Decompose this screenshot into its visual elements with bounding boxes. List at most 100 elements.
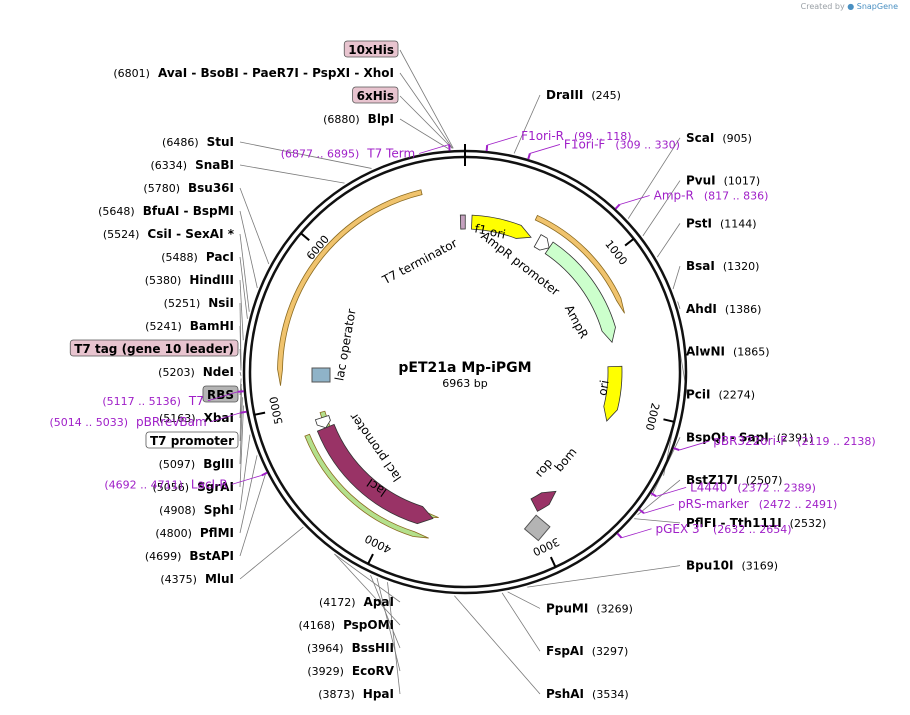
site-box	[352, 86, 399, 104]
site-pvui[interactable]: PvuI(1017)	[686, 174, 760, 188]
primer-laci-r[interactable]: LacI-R(4692 .. 4711)	[104, 471, 268, 492]
site-pflfi-tth111i[interactable]: PflFI - Tth111I(2532)	[686, 516, 826, 530]
primer-range: (5117 .. 5136)	[102, 395, 181, 408]
site-psti[interactable]: PstI(1144)	[686, 216, 757, 230]
site-name: BfuAI - BspMI	[143, 204, 234, 218]
primer-arrow-icon	[261, 471, 268, 477]
site-ndei[interactable]: NdeI(5203)	[158, 365, 234, 379]
site-scai[interactable]: ScaI(905)	[686, 131, 752, 145]
site-6xhis[interactable]: 6xHis	[352, 86, 399, 104]
site-bstz17i[interactable]: BstZ17I(2507)	[686, 473, 782, 487]
site-position: (3169)	[741, 560, 778, 573]
primer-name: LacI-R	[191, 477, 228, 491]
site-name: PspOMI	[343, 618, 394, 632]
primer-t7[interactable]: T7(5117 .. 5136)	[102, 390, 244, 408]
feature-laci[interactable]	[316, 423, 434, 525]
primer-f1ori-f[interactable]: F1ori-F(309 .. 330)	[527, 137, 680, 160]
primer-l4440[interactable]: L4440(2372 .. 2389)	[650, 480, 816, 498]
primer-pbr322ori-f[interactable]: pBR322ori-F(2119 .. 2138)	[673, 434, 876, 452]
feature-rop[interactable]	[530, 490, 557, 512]
site-10xhis[interactable]: 10xHis	[343, 40, 399, 58]
site-blpi[interactable]: BlpI(6880)	[323, 112, 394, 126]
site-leader	[507, 591, 541, 609]
site-bamhi[interactable]: BamHI(5241)	[145, 319, 234, 333]
site-position: (4172)	[319, 596, 356, 609]
primer-range: (2472 .. 2491)	[759, 498, 838, 511]
site-leader	[376, 577, 401, 672]
primer-t7-term[interactable]: T7 Term(6877 .. 6895)	[281, 144, 451, 161]
feature-ampr-promoter[interactable]	[533, 234, 550, 251]
site-rbs[interactable]: RBS	[202, 385, 239, 403]
primer-f1ori-r[interactable]: F1ori-R (99 .. 118)	[485, 129, 632, 152]
site-bfuai-bspmi[interactable]: BfuAI - BspMI(5648)	[98, 204, 234, 218]
site-ecorv[interactable]: EcoRV(3929)	[307, 664, 394, 678]
site-name: PflMI	[200, 526, 234, 540]
site-paci[interactable]: PacI(5488)	[161, 250, 234, 264]
site-pcii[interactable]: PciI(2274)	[686, 388, 755, 402]
site-snabi[interactable]: SnaBI(6334)	[151, 158, 234, 172]
site-csii-sexai[interactable]: CsiI - SexAI *(5524)	[103, 227, 235, 241]
site-pshai[interactable]: PshAI(3534)	[546, 687, 629, 701]
site-bpu10i[interactable]: Bpu10I(3169)	[686, 559, 778, 573]
primer-amp-r[interactable]: Amp-R(817 .. 836)	[614, 188, 769, 210]
site-apai[interactable]: ApaI (4172)	[319, 595, 394, 609]
site-ppumi[interactable]: PpuMI(3269)	[546, 601, 633, 615]
primer-name: F1ori-R	[521, 129, 564, 143]
primer-leader	[643, 503, 675, 514]
site-avai-bsobi-paer7i-pspxi-xhoi[interactable]: AvaI - BsoBI - PaeR7I - PspXI - XhoI(680…	[113, 66, 394, 80]
site-bsshii[interactable]: BssHII(3964)	[307, 641, 394, 655]
primer-pbrrevbam[interactable]: pBRrevBam(5014 .. 5033)	[49, 410, 247, 429]
site-leader	[239, 279, 244, 341]
site-sphi[interactable]: SphI(4908)	[159, 503, 234, 517]
site-pflmi[interactable]: PflMI(4800)	[155, 526, 234, 540]
primer-range: (99 .. 118)	[574, 130, 632, 143]
site-nsii[interactable]: NsiI(5251)	[164, 296, 234, 310]
primer-pgex-3[interactable]: pGEX 3'(2632 .. 2654)	[616, 522, 792, 539]
site-leader	[239, 187, 270, 265]
feature-t7-terminator[interactable]	[459, 214, 466, 230]
site-bspqi-sapi[interactable]: BspQI - SapI(2391)	[686, 430, 813, 444]
tick-label: 2000	[643, 401, 662, 431]
site-bsai[interactable]: BsaI (1320)	[686, 259, 759, 273]
feature-label-rop: rop	[532, 456, 555, 480]
site-bglii[interactable]: BglII(5097)	[159, 457, 234, 471]
feature-lac-operator[interactable]	[311, 367, 331, 383]
site-draiii[interactable]: DraIII(245)	[546, 88, 621, 102]
site-bsu36i[interactable]: Bsu36I(5780)	[143, 181, 234, 195]
feature-laci-promoter[interactable]	[314, 414, 331, 429]
primer-name: pBR322ori-F	[713, 434, 787, 448]
site-hindiii[interactable]: HindIII(5380)	[145, 273, 234, 287]
primer-leader	[655, 486, 687, 497]
site-bstapi[interactable]: BstAPI(4699)	[145, 549, 234, 563]
site-position: (4699)	[145, 550, 182, 563]
site-name: BstZ17I	[686, 473, 738, 487]
site-pspomi[interactable]: PspOMI(4168)	[298, 618, 394, 632]
tick-mark	[254, 411, 266, 416]
feature-bom[interactable]	[523, 514, 551, 542]
site-stui[interactable]: StuI(6486)	[162, 135, 234, 149]
site-name: ApaI	[364, 595, 394, 609]
site-name: T7 tag (gene 10 leader)	[74, 342, 234, 356]
primer-range: (2632 .. 2654)	[713, 523, 792, 536]
tick-label: 1000	[602, 238, 630, 268]
feature-f1-ori[interactable]	[471, 214, 532, 239]
site-name: BsaI	[686, 259, 715, 273]
site-mlui[interactable]: MluI(4375)	[160, 572, 234, 586]
site-alwni[interactable]: AlwNI(1865)	[686, 345, 770, 359]
site-t7-promoter[interactable]: T7 promoter	[145, 431, 239, 449]
tick-mark	[549, 556, 557, 568]
site-position: (1320)	[723, 260, 760, 273]
primer-prs-marker[interactable]: pRS-marker(2472 .. 2491)	[638, 497, 838, 515]
feature-ori[interactable]	[603, 365, 623, 422]
site-t7-tag-gene-10-leader[interactable]: T7 tag (gene 10 leader)	[69, 339, 239, 357]
site-ahdi[interactable]: AhdI(1386)	[686, 302, 761, 316]
feature-ampr[interactable]	[544, 241, 616, 344]
primer-range: (2372 .. 2389)	[737, 481, 816, 494]
site-fspai[interactable]: FspAI(3297)	[546, 644, 628, 658]
site-leader	[642, 180, 681, 237]
site-name: T7 promoter	[150, 434, 234, 448]
primer-arrow-icon	[485, 144, 489, 152]
site-hpai[interactable]: HpaI(3873)	[318, 687, 394, 701]
site-sgrai[interactable]: SgrAI(5056)	[153, 480, 234, 494]
